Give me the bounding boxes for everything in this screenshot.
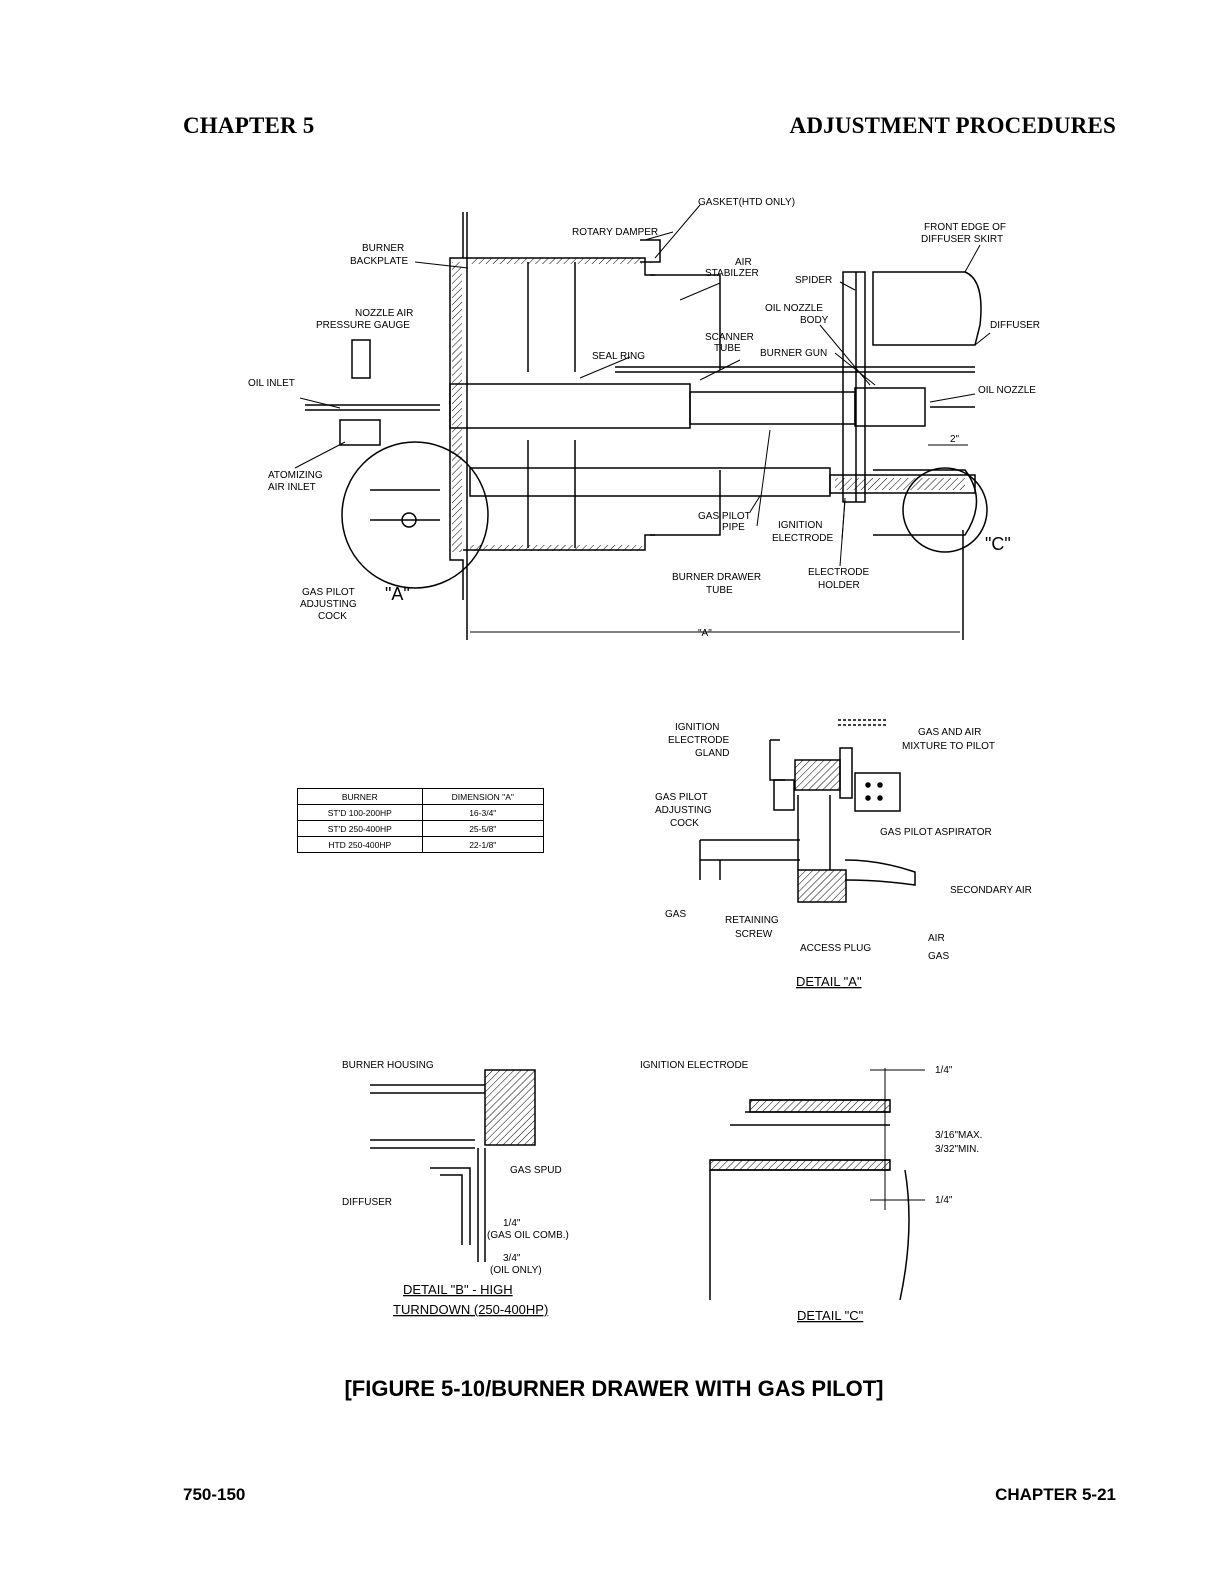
detail-a-retaining-1: RETAINING [725,915,779,926]
label-gas-pilot-pipe-1: GAS PILOT [698,511,751,522]
label-electrode-holder-2: HOLDER [818,580,860,591]
label-ignition-electrode-1: IGNITION [778,520,822,531]
detail-c-min: 3/32"MIN. [935,1144,979,1155]
detail-b-diffuser: DIFFUSER [342,1197,392,1208]
table-cell: HTD 250-400HP [297,836,423,853]
detail-a-mixture-2: MIXTURE TO PILOT [902,741,995,752]
detail-c-quarter-bottom: 1/4" [935,1195,953,1206]
label-oil-inlet: OIL INLET [248,378,295,389]
page-number: CHAPTER 5-21 [995,1485,1116,1504]
label-gasket: GASKET(HTD ONLY) [698,197,795,208]
table-row: ST'D 100-200HP 16-3/4" [297,804,545,821]
detail-b-gas-oil: (GAS OIL COMB.) [487,1230,569,1241]
label-burner-gun: BURNER GUN [760,348,827,359]
label-dimension-a: "A" [698,628,712,639]
table-cell: ST'D 100-200HP [297,804,423,821]
detail-b-gas-spud: GAS SPUD [510,1165,562,1176]
document-number: 750-150 [183,1485,246,1504]
table-cell: 16-3/4" [421,804,545,821]
chapter-heading: CHAPTER 5 [183,113,315,138]
label-rotary-damper: ROTARY DAMPER [572,227,658,238]
label-two-inch: 2" [950,434,960,445]
detail-b-housing: BURNER HOUSING [342,1060,434,1071]
label-oil-nozzle-body-2: BODY [800,315,829,326]
label-backplate-2: BACKPLATE [350,256,408,267]
label-gas-pilot-pipe-2: PIPE [722,522,745,533]
figure-caption: [FIGURE 5-10/BURNER DRAWER WITH GAS PILO… [344,1376,884,1401]
label-oil-nozzle-body-1: OIL NOZZLE [765,303,823,314]
detail-a-aspirator: GAS PILOT ASPIRATOR [880,827,992,838]
label-air-stabilizer-2: STABILZER [705,268,759,279]
label-nozzle-gauge-1: NOZZLE AIR [355,308,413,319]
detail-a-labels: IGNITION ELECTRODE GLAND GAS AND AIR MIX… [655,722,1032,989]
detail-a-gland-2: ELECTRODE [668,735,729,746]
label-air-stabilizer-1: AIR [735,257,752,268]
detail-b-oil-only: (OIL ONLY) [490,1265,542,1276]
label-detail-c-marker: "C" [985,534,1011,554]
label-front-edge-1: FRONT EDGE OF [924,222,1006,233]
detail-b-view [370,1069,536,1262]
table-header: BURNER [297,788,423,805]
label-burner-drawer-2: TUBE [706,585,733,596]
label-seal-ring: SEAL RING [592,351,645,362]
label-diffuser: DIFFUSER [990,320,1040,331]
detail-b-quarter: 1/4" [503,1218,521,1229]
detail-a-mixture-1: GAS AND AIR [918,727,981,738]
table-header: DIMENSION "A" [421,788,545,805]
label-detail-a-marker: "A" [385,584,410,604]
label-electrode-holder-1: ELECTRODE [808,567,869,578]
detail-c-view [709,1068,925,1301]
detail-a-view [699,719,916,903]
detail-b-title-2: TURNDOWN (250-400HP) [393,1302,548,1317]
label-oil-nozzle: OIL NOZZLE [978,385,1036,396]
detail-c-quarter-top: 1/4" [935,1065,953,1076]
detail-c-max: 3/16"MAX. [935,1130,982,1141]
label-gas-pilot-cock-3: COCK [318,611,347,622]
detail-c-labels: IGNITION ELECTRODE 1/4" 3/16"MAX. 3/32"M… [640,1060,982,1323]
table-cell: 25-5/8" [421,820,545,837]
label-atomizing-2: AIR INLET [268,482,316,493]
detail-b-labels: BURNER HOUSING GAS SPUD DIFFUSER 1/4" (G… [342,1060,569,1317]
main-view-labels: GASKET(HTD ONLY) ROTARY DAMPER FRONT EDG… [248,197,1040,639]
detail-a-gland-3: GLAND [695,748,729,759]
label-scanner-tube-1: SCANNER [705,332,754,343]
table-cell: ST'D 250-400HP [297,820,423,837]
table-row: ST'D 250-400HP 25-5/8" [297,820,545,837]
detail-a-secondary-air: SECONDARY AIR [950,885,1032,896]
detail-a-cock-2: ADJUSTING [655,805,712,816]
label-nozzle-gauge-2: PRESSURE GAUGE [316,320,410,331]
dimension-table: BURNER DIMENSION "A" ST'D 100-200HP 16-3… [297,788,545,853]
table-cell: 22-1/8" [421,836,545,853]
detail-b-three-quarter: 3/4" [503,1253,521,1264]
detail-a-cock-1: GAS PILOT [655,792,708,803]
section-heading: ADJUSTMENT PROCEDURES [789,113,1116,138]
detail-a-access-plug: ACCESS PLUG [800,943,871,954]
detail-c-electrode: IGNITION ELECTRODE [640,1060,749,1071]
detail-a-title: DETAIL "A" [796,974,862,989]
label-scanner-tube-2: TUBE [714,343,741,354]
label-front-edge-2: DIFFUSER SKIRT [921,234,1003,245]
detail-a-retaining-2: SCREW [735,929,773,940]
detail-a-gland-1: IGNITION [675,722,719,733]
detail-a-gas: GAS [665,909,686,920]
main-assembly-view [294,204,991,640]
detail-a-cock-3: COCK [670,818,699,829]
label-gas-pilot-cock-1: GAS PILOT [302,587,355,598]
label-burner-drawer-1: BURNER DRAWER [672,572,761,583]
detail-c-title: DETAIL "C" [797,1308,864,1323]
detail-a-legend-gas: GAS [928,951,949,962]
label-atomizing-1: ATOMIZING [268,470,323,481]
label-ignition-electrode-2: ELECTRODE [772,533,833,544]
label-gas-pilot-cock-2: ADJUSTING [300,599,357,610]
table-header-row: BURNER DIMENSION "A" [297,788,545,805]
label-spider: SPIDER [795,275,832,286]
label-backplate-1: BURNER [362,243,404,254]
table-row: HTD 250-400HP 22-1/8" [297,836,545,853]
detail-a-legend-air: AIR [928,933,945,944]
detail-b-title-1: DETAIL "B" - HIGH [403,1282,513,1297]
